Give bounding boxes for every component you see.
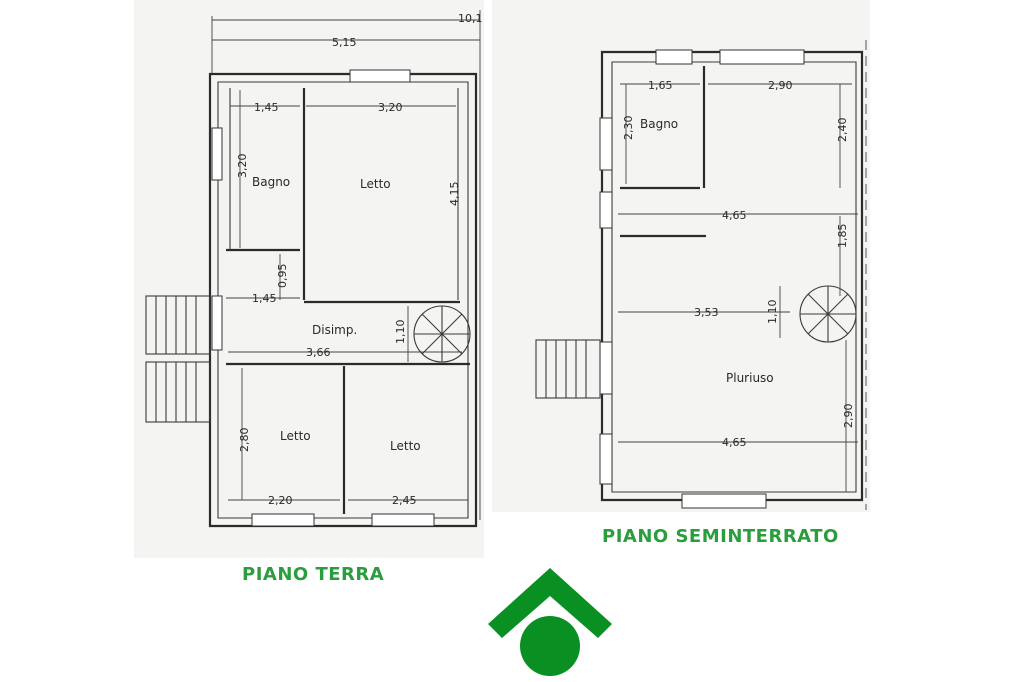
dim-mid-w: 4,65 (722, 209, 747, 222)
dim-bagno-h: 3,20 (236, 154, 249, 179)
dim-letto-w: 3,20 (378, 101, 403, 114)
room-bagno: Bagno (640, 117, 678, 131)
room-letto: Letto (390, 439, 421, 453)
dim-mid-h: 1,85 (836, 224, 849, 249)
dim-overall-top: 10,1 (458, 12, 483, 25)
dim-stair-h: 1,10 (394, 320, 407, 345)
room-pluriuso: Pluriuso (726, 371, 774, 385)
dim-letto3-w: 2,45 (392, 494, 417, 507)
window-bottom (251, 513, 315, 527)
room-letto: Letto (360, 177, 391, 191)
dim-bottom-w: 4,65 (722, 436, 747, 449)
plan-piano-terra: 10,1 5,15 1,45 3,20 3,20 4,15 0,95 (134, 0, 484, 558)
scan-background-left (134, 0, 484, 558)
entrance-stairs (145, 295, 223, 423)
dim-width-top: 5,15 (332, 36, 357, 49)
window-left (599, 433, 613, 485)
dim-bagno-h: 2,30 (622, 116, 635, 141)
dim-small-v: 0,95 (276, 264, 289, 289)
window-left (599, 117, 613, 171)
dim-bagno-w: 1,45 (254, 101, 279, 114)
window-bottom (681, 493, 767, 509)
dim-right-h: 2,40 (836, 118, 849, 143)
window-top (719, 49, 805, 65)
window-left (599, 341, 613, 395)
dim-low-h: 2,90 (842, 404, 855, 429)
window-left (211, 127, 223, 181)
window-bottom (371, 513, 435, 527)
label-piano-terra: PIANO TERRA (242, 564, 385, 585)
dim-disimp-w: 1,45 (252, 292, 277, 305)
window-left (599, 191, 613, 229)
dim-stair-w: 3,53 (694, 306, 719, 319)
dim-stair-h: 1,10 (766, 300, 779, 325)
dim-letto-h: 4,15 (448, 182, 461, 207)
entrance-stairs (535, 339, 601, 399)
window-top (655, 49, 693, 65)
plan-piano-seminterrato: 1,65 2,90 2,30 2,40 4,65 1,85 3,53 1,10 … (492, 0, 870, 512)
spiral-staircase (799, 285, 857, 343)
dim-right-w: 2,90 (768, 79, 793, 92)
dim-corridor-w: 3,66 (306, 346, 331, 359)
spiral-staircase (413, 305, 471, 363)
room-bagno: Bagno (252, 175, 290, 189)
scan-background-right (492, 0, 870, 512)
dim-letto2-h: 2,80 (238, 428, 251, 453)
dim-letto2-w: 2,20 (268, 494, 293, 507)
window-top (349, 69, 411, 83)
room-letto: Letto (280, 429, 311, 443)
house-circle-logo-icon (488, 568, 612, 676)
dim-bagno-w: 1,65 (648, 79, 673, 92)
label-piano-seminterrato: PIANO SEMINTERRATO (602, 526, 839, 547)
room-disimp: Disimp. (312, 323, 357, 337)
